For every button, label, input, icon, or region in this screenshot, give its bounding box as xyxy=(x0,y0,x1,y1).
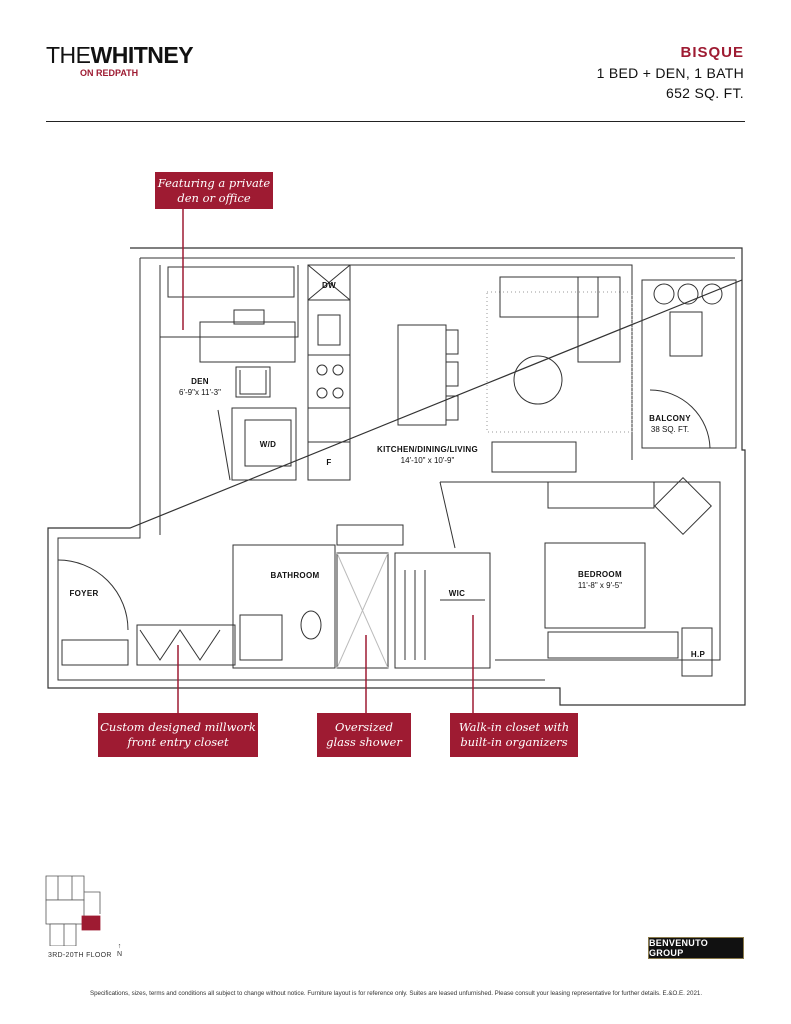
key-plan xyxy=(45,875,101,946)
suite-type: 1 BED + DEN, 1 BATH xyxy=(596,65,744,81)
disclaimer: Specifications, sizes, terms and conditi… xyxy=(89,990,703,997)
north-arrow-icon: ↑ xyxy=(117,943,122,950)
logo-the: THE xyxy=(46,42,91,68)
callout-text: Featuring a private xyxy=(157,175,271,190)
coffee-table xyxy=(513,355,563,405)
chaise xyxy=(577,276,621,363)
heat-pump xyxy=(681,627,713,677)
bed xyxy=(544,542,646,629)
bedroom-label: BEDROOM xyxy=(578,570,622,579)
kitchen-counter xyxy=(307,264,351,481)
interior-wall xyxy=(57,257,735,681)
foyer-closet xyxy=(61,639,129,666)
bathroom-label: BATHROOM xyxy=(270,571,320,580)
millwork-closet xyxy=(136,624,236,666)
suite-area: 652 SQ. FT. xyxy=(666,85,744,101)
exterior-wall xyxy=(47,247,746,706)
kitchen-label: KITCHEN/DINING/LIVING xyxy=(377,445,478,454)
keyplan-floors: 3RD-20TH FLOOR xyxy=(48,952,112,959)
callout-text: front entry closet xyxy=(127,735,229,749)
rug xyxy=(486,291,633,433)
shower xyxy=(336,552,389,669)
north-indicator: ↑N xyxy=(117,943,122,959)
den-shelf xyxy=(167,266,295,298)
header-divider xyxy=(46,121,745,122)
fridge-label: F xyxy=(326,458,332,467)
kitchen-dim: 14'-10" x 10'-9" xyxy=(400,456,455,465)
north-label: N xyxy=(117,951,123,958)
callout-text: den or office xyxy=(177,190,251,205)
toilet xyxy=(300,610,322,640)
tv-console xyxy=(491,441,577,473)
bedroom-dim: 11'-8" x 9'-5" xyxy=(577,581,623,590)
balcony-dim: 38 SQ. FT. xyxy=(650,425,690,434)
sofa xyxy=(499,276,599,318)
armchair xyxy=(235,366,271,398)
washer-dryer xyxy=(244,419,292,467)
logo-subtitle: ON REDPATH xyxy=(80,68,139,78)
den-dim: 6'-9"x 11'-3" xyxy=(179,388,221,397)
wd-closet xyxy=(231,407,297,481)
desk xyxy=(199,321,296,363)
hp-label: H.P xyxy=(690,650,706,659)
dresser xyxy=(547,481,655,509)
vanity xyxy=(239,614,283,661)
dw-label: DW xyxy=(322,281,336,290)
island xyxy=(397,324,447,426)
logo-whitney: WHITNEY xyxy=(90,42,194,68)
balcony xyxy=(641,279,737,449)
den-label: DEN xyxy=(191,377,209,386)
callout-text: built-in organizers xyxy=(460,735,568,749)
callout-text: Walk-in closet with xyxy=(458,720,570,734)
balcony-label: BALCONY xyxy=(649,414,691,423)
bedroom-chair xyxy=(654,477,712,535)
wic-label: WIC xyxy=(448,589,466,598)
wd-label: W/D xyxy=(259,440,277,449)
wic xyxy=(394,552,491,669)
suite-highlight xyxy=(81,915,101,931)
desk-chair xyxy=(233,309,265,325)
brand-logo: BENVENUTO GROUP xyxy=(648,937,744,959)
logo: THEWHITNEY xyxy=(46,42,194,68)
foyer-label: FOYER xyxy=(69,589,99,598)
callout-text: Oversized xyxy=(334,720,394,734)
suite-name: BISQUE xyxy=(680,44,744,61)
callout-text: Custom designed millwork xyxy=(100,720,256,734)
callout-text: glass shower xyxy=(326,735,402,749)
